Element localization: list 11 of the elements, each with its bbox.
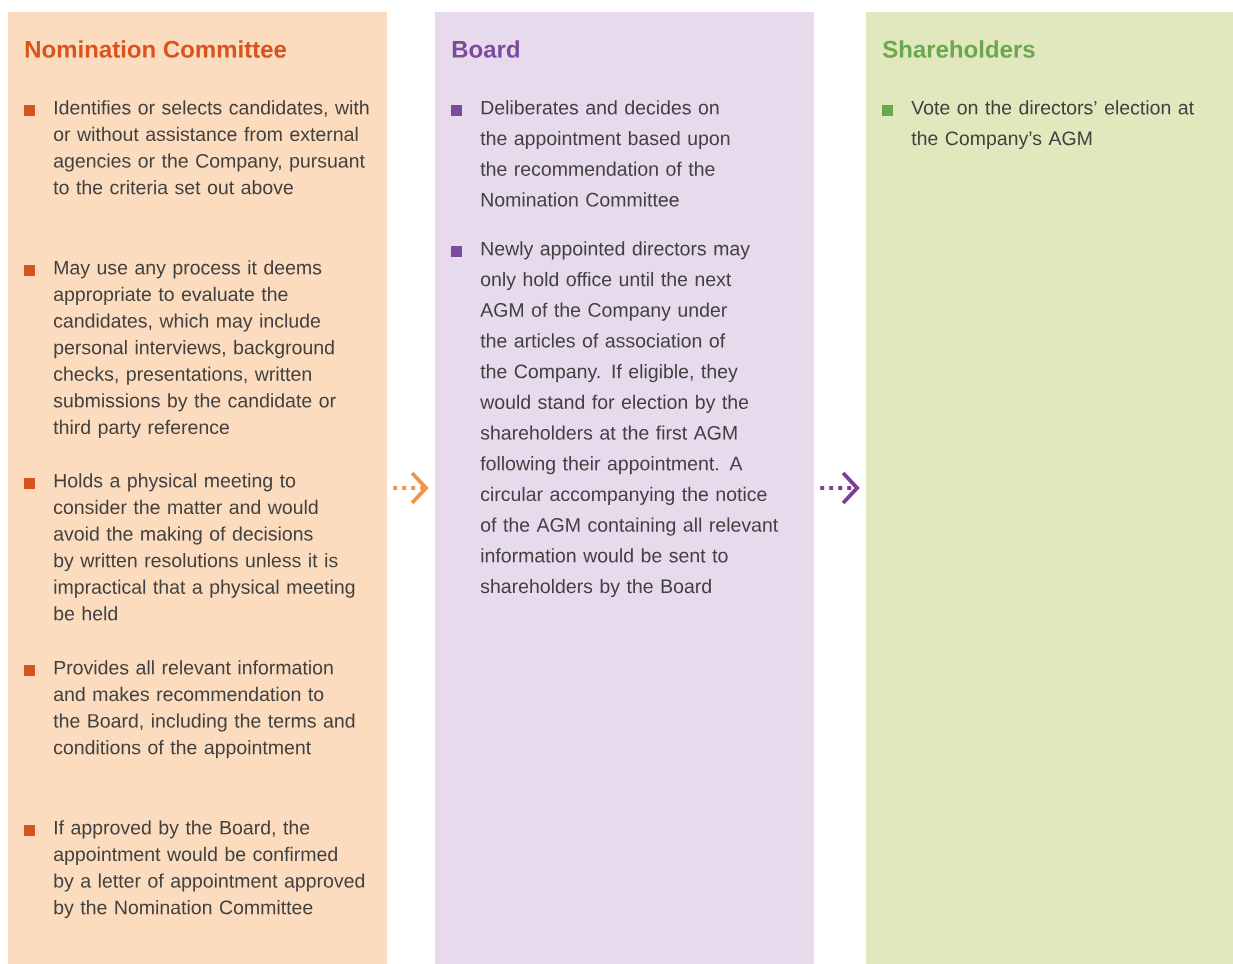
bullet-item: Identifies or selects candidates, with or without assistance from external agencies or the Company, pursuant to the criteria set out above [24,100,369,195]
bullet-item: May use any process it deems appropriate to evaluate the candidates, which may include personal interviews, background checks, presentations, written submissions by the candidate or third party reference [24,260,336,438]
bullet-item: If approved by the Board, the appointment would be confirmed by a letter of appointment approved by the Nomination Committee [24,820,365,919]
panel-heading: Shareholders [882,40,1035,58]
panel-heading: Nomination Committee [25,40,287,58]
bullet-item: Newly appointed directors may only hold office until the next AGM of the Company under the articles of association of the Company. If eligible, they would stand for election by the shareholders at the first AGM following their appointment. A circular accompanying the notice of the AGM containing all relevant information would be sent to shareholders by the Board [451,241,779,598]
panel-heading: Board [452,40,519,58]
bullet-item: Provides all relevant information and makes recommendation to the Board, including the terms and conditions of the appointment [24,660,355,759]
bullet-item: Vote on the directors’ election at the Company’s AGM [882,100,1194,150]
bullet-item: Holds a physical meeting to consider the matter and would avoid the making of decisions by written resolutions unless it is impractical that a physical meeting be held [24,473,355,621]
bullet-item: Deliberates and decides on the appointment based upon the recommendation of the Nomination Committee [451,100,730,207]
